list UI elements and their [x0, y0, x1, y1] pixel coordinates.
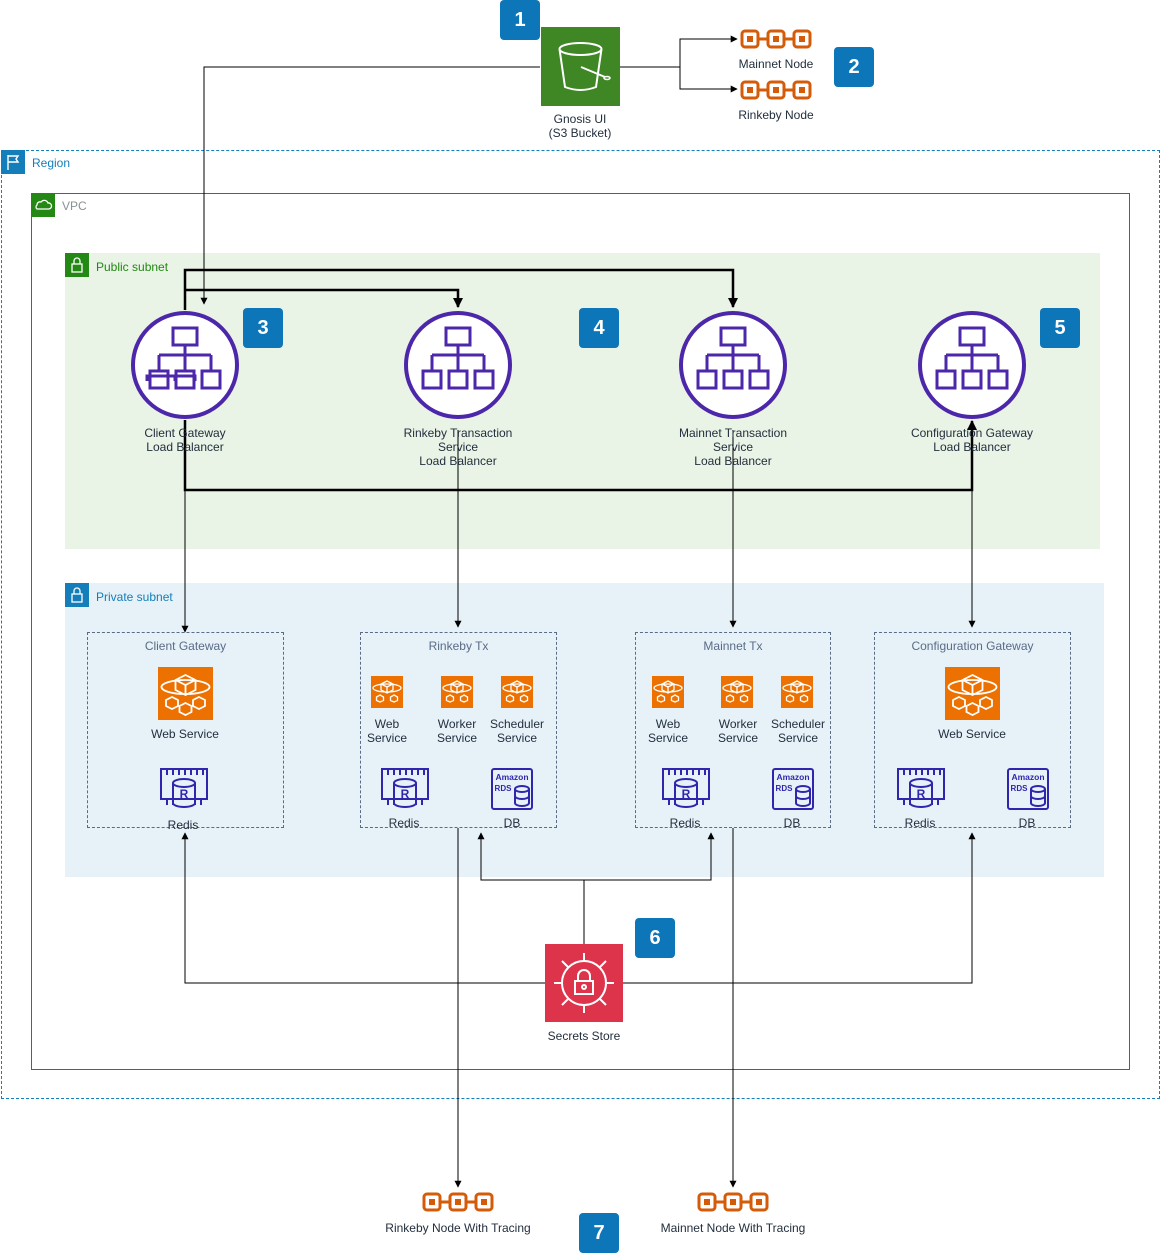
- region-flag-icon: [1, 150, 25, 174]
- region-group: [1, 150, 1160, 1099]
- svg-text:R: R: [682, 787, 691, 801]
- svg-text:R: R: [917, 787, 926, 801]
- mainnet-transaction-load-balancer-icon: [678, 310, 788, 425]
- configuration-gateway-load-balancer-icon: [917, 310, 1027, 425]
- mainnet-worker-fargate-icon: [721, 676, 753, 708]
- step-badge-2: 2: [834, 47, 874, 87]
- rinkeby-tx-service-box: [360, 632, 557, 828]
- mainnet-redis-icon: R: [661, 767, 711, 816]
- private-subnet-lock-icon: [65, 583, 89, 607]
- configuration-gateway-redis-icon: R: [896, 767, 946, 816]
- mainnet-transaction-load-balancer-label: Mainnet Transaction Service Load Balance…: [678, 426, 788, 468]
- client-gateway-redis-icon: R: [159, 767, 209, 816]
- step-badge-4: 4: [579, 308, 619, 348]
- configuration-gateway-load-balancer-label: Configuration Gateway Load Balancer: [910, 426, 1034, 454]
- step-badge-1: 1: [500, 0, 540, 40]
- vpc-cloud-icon: [31, 193, 55, 217]
- configuration-gateway-title: Configuration Gateway: [911, 639, 1034, 653]
- configuration-gateway-fargate-icon: [945, 667, 1000, 720]
- s3-bucket-label: Gnosis UI (S3 Bucket): [548, 112, 612, 140]
- svg-text:Amazon: Amazon: [776, 772, 809, 782]
- rinkeby-worker-service-label: Worker Service: [436, 717, 477, 745]
- mainnet-scheduler-fargate-icon: [781, 676, 813, 708]
- mainnet-scheduler-service-label: Scheduler Service: [770, 717, 826, 745]
- mainnet-tx-service-box: [635, 632, 831, 828]
- secrets-store-label: Secrets Store: [547, 1029, 621, 1043]
- rinkeby-web-service-label: Web Service: [366, 717, 407, 745]
- rinkeby-redis-icon: R: [380, 767, 430, 816]
- rinkeby-redis-label: Redis: [388, 816, 420, 830]
- mainnet-web-service-label: Web Service: [647, 717, 688, 745]
- rinkeby-node-label: Rinkeby Node: [738, 108, 814, 122]
- step-badge-7: 7: [579, 1213, 619, 1253]
- client-gateway-load-balancer-icon: [130, 310, 240, 425]
- vpc-label: VPC: [62, 199, 87, 213]
- svg-text:RDS: RDS: [495, 784, 513, 793]
- rinkeby-node-icon: [740, 79, 812, 101]
- rinkeby-tracing-node-icon: [422, 1191, 494, 1213]
- rinkeby-tx-title: Rinkeby Tx: [428, 639, 489, 653]
- svg-text:Amazon: Amazon: [1011, 772, 1044, 782]
- step-badge-5: 5: [1040, 308, 1080, 348]
- mainnet-db-label: DB: [783, 816, 801, 830]
- rinkeby-worker-fargate-icon: [441, 676, 473, 708]
- rinkeby-scheduler-fargate-icon: [501, 676, 533, 708]
- svg-text:R: R: [401, 787, 410, 801]
- s3-bucket-icon: [541, 27, 620, 106]
- public-subnet-label: Public subnet: [96, 260, 169, 274]
- svg-text:R: R: [180, 787, 189, 801]
- rinkeby-scheduler-service-label: Scheduler Service: [489, 717, 545, 745]
- configuration-gateway-service-box: [874, 632, 1071, 828]
- mainnet-node-icon: [740, 28, 812, 50]
- configuration-gateway-web-service-label: Web Service: [938, 727, 1006, 741]
- step-badge-6: 6: [635, 918, 675, 958]
- secrets-store-icon: [545, 944, 623, 1022]
- client-gateway-web-service-label: Web Service: [151, 727, 219, 741]
- rinkeby-tracing-node-label: Rinkeby Node With Tracing: [385, 1221, 531, 1235]
- configuration-gateway-redis-label: Redis: [904, 816, 936, 830]
- mainnet-web-fargate-icon: [652, 676, 684, 708]
- rinkeby-web-fargate-icon: [371, 676, 403, 708]
- rinkeby-transaction-load-balancer-icon: [403, 310, 513, 425]
- private-subnet-label: Private subnet: [96, 590, 173, 604]
- client-gateway-load-balancer-label: Client Gateway Load Balancer: [144, 426, 226, 454]
- svg-text:Amazon: Amazon: [495, 772, 528, 782]
- mainnet-redis-label: Redis: [669, 816, 701, 830]
- rinkeby-db-label: DB: [503, 816, 521, 830]
- mainnet-worker-service-label: Worker Service: [717, 717, 758, 745]
- mainnet-tracing-node-icon: [697, 1191, 769, 1213]
- rinkeby-transaction-load-balancer-label: Rinkeby Transaction Service Load Balance…: [403, 426, 513, 468]
- public-subnet-group: [65, 253, 1100, 549]
- vpc-group: [31, 193, 1130, 1070]
- mainnet-tracing-node-label: Mainnet Node With Tracing: [660, 1221, 806, 1235]
- mainnet-tx-title: Mainnet Tx: [703, 639, 763, 653]
- client-gateway-fargate-icon: [158, 667, 213, 720]
- svg-text:RDS: RDS: [776, 784, 794, 793]
- public-subnet-lock-icon: [65, 253, 89, 277]
- configuration-gateway-db-label: DB: [1018, 816, 1036, 830]
- svg-text:RDS: RDS: [1011, 784, 1029, 793]
- region-label: Region: [32, 156, 71, 170]
- client-gateway-title: Client Gateway: [144, 639, 227, 653]
- client-gateway-redis-label: Redis: [167, 818, 199, 832]
- step-badge-3: 3: [243, 308, 283, 348]
- mainnet-node-label: Mainnet Node: [738, 57, 814, 71]
